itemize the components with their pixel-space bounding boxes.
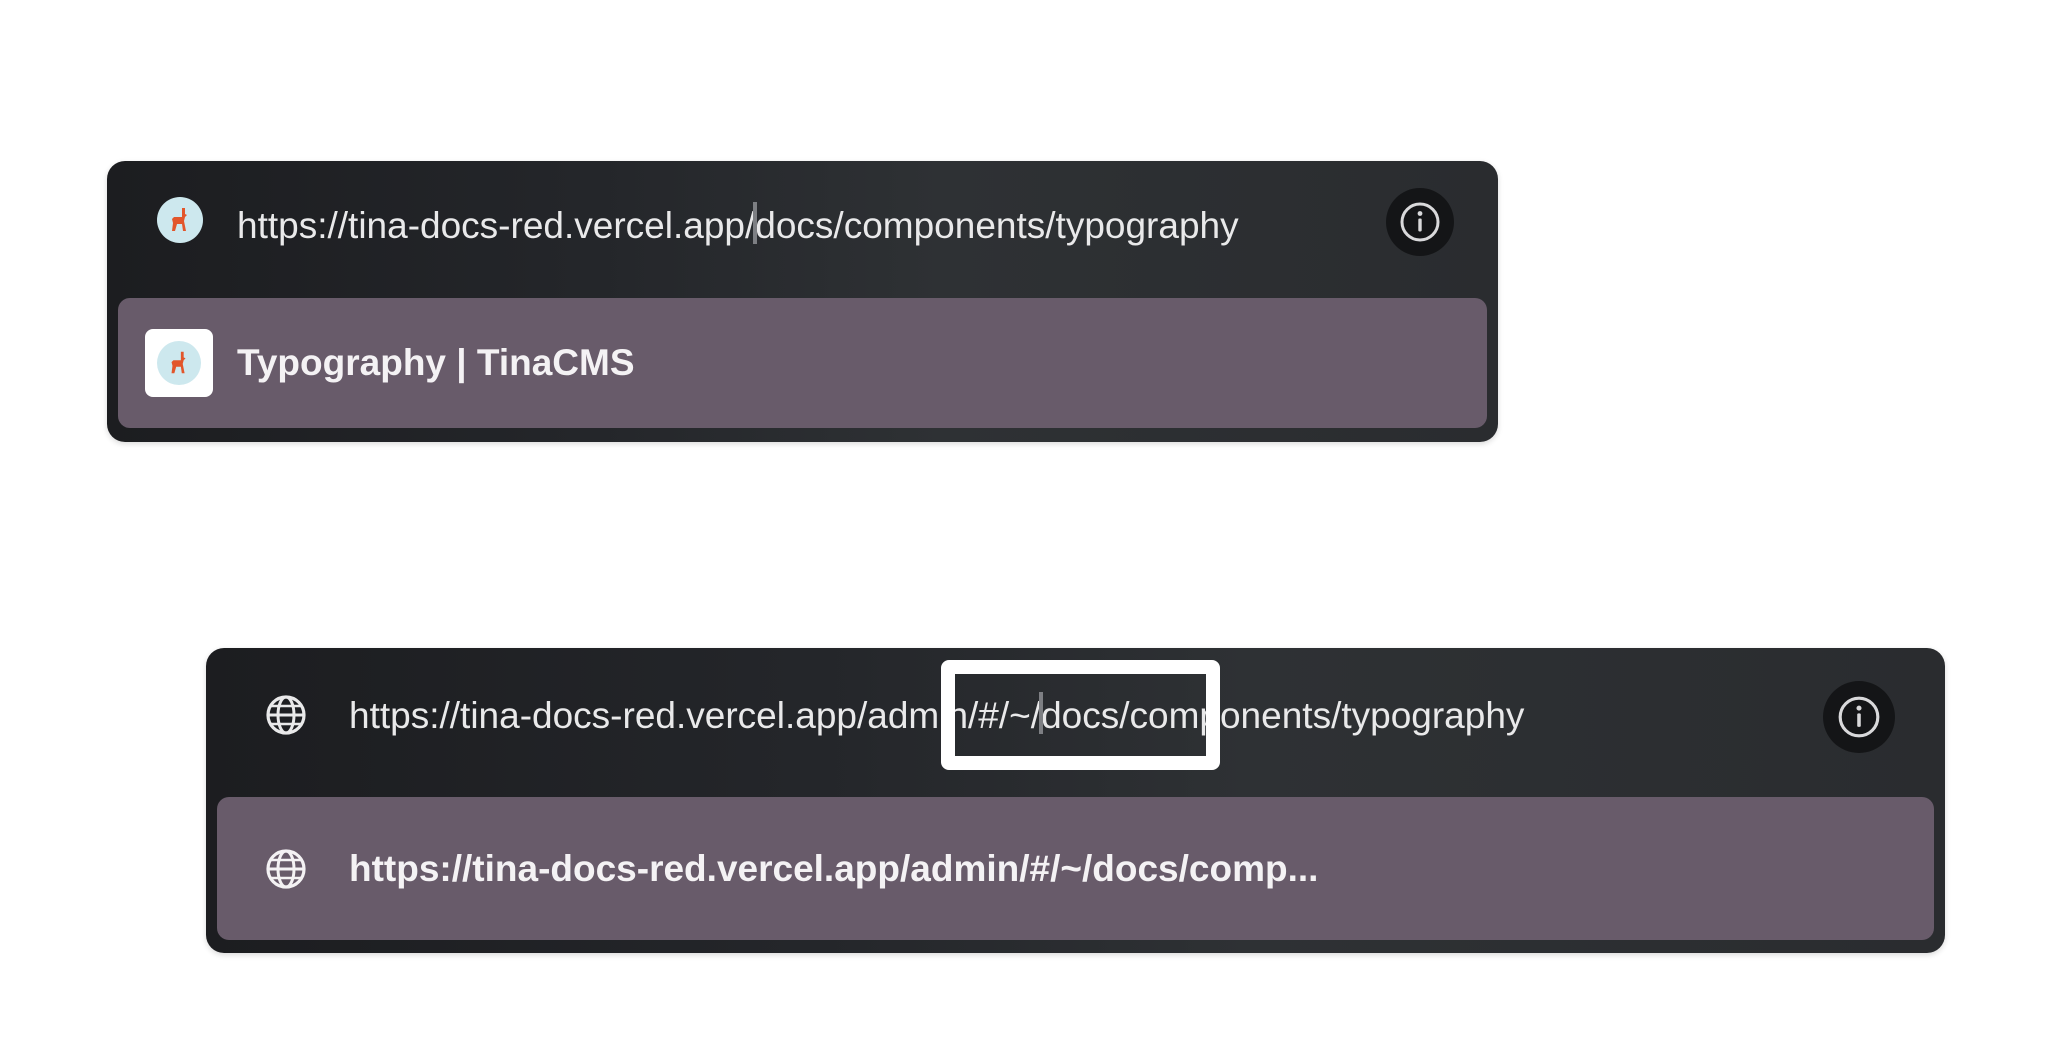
site-info-button[interactable]	[1823, 681, 1895, 753]
suggestion-favicon-llama-icon	[145, 329, 213, 397]
highlight-box	[941, 660, 1220, 770]
info-icon	[1400, 202, 1440, 242]
url-text-after-caret: docs/components/typography	[755, 205, 1239, 246]
url-text-after-caret: docs/components/typography	[1041, 695, 1525, 736]
address-bar-top[interactable]: https://tina-docs-red.vercel.app/docs/co…	[107, 161, 1498, 442]
url-field[interactable]: https://tina-docs-red.vercel.app/admin/#…	[349, 690, 1524, 742]
globe-icon	[266, 695, 306, 735]
text-caret	[753, 202, 758, 244]
url-text-before-caret: https://tina-docs-red.vercel.app/	[237, 205, 756, 246]
url-text-before-caret: https://tina-docs-red.vercel.app/admin/#…	[349, 695, 1042, 736]
text-caret	[1039, 692, 1044, 734]
suggestion-title: Typography | TinaCMS	[237, 342, 635, 383]
site-info-button[interactable]	[1386, 188, 1454, 256]
address-bar-bottom[interactable]: https://tina-docs-red.vercel.app/admin/#…	[206, 648, 1945, 953]
info-icon	[1838, 696, 1880, 738]
suggestion-item[interactable]: https://tina-docs-red.vercel.app/admin/#…	[217, 797, 1934, 940]
suggestion-url: https://tina-docs-red.vercel.app/admin/#…	[349, 847, 1319, 889]
suggestion-item[interactable]: Typography | TinaCMS	[118, 298, 1487, 428]
url-field[interactable]: https://tina-docs-red.vercel.app/docs/co…	[237, 201, 1239, 251]
site-favicon-llama-icon	[157, 197, 203, 243]
globe-icon	[266, 848, 306, 889]
